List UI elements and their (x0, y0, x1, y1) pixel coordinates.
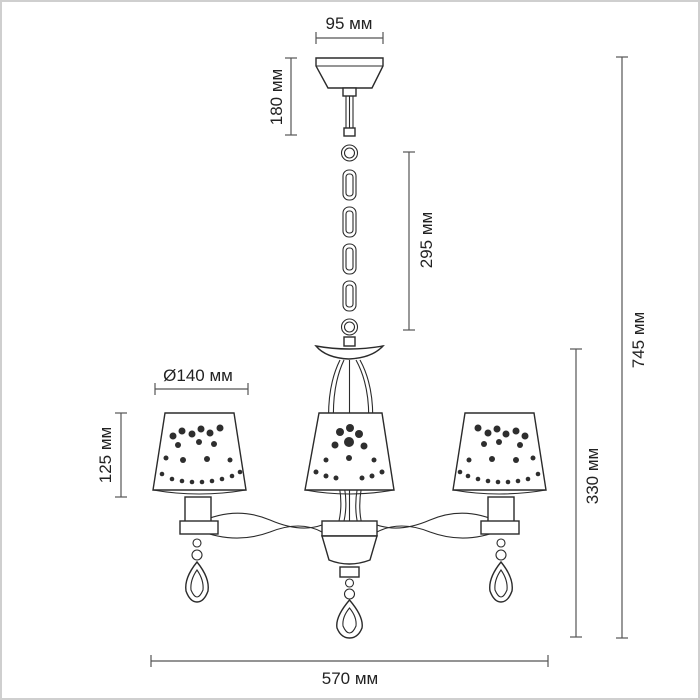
pendant-left (185, 538, 209, 603)
dim-label-chain-length: 295 мм (417, 212, 436, 268)
dim-total-width: 570 мм (150, 655, 549, 688)
shade-center (304, 412, 395, 495)
pendant-right (489, 538, 513, 603)
shade-left (152, 412, 247, 535)
dim-body-height: 330 мм (570, 348, 602, 638)
dim-canopy-height: 180 мм (267, 57, 297, 136)
canopy (315, 57, 384, 137)
chain (340, 144, 359, 336)
dim-label-total-height: 745 мм (629, 312, 648, 368)
dim-shade-height: 125 мм (96, 412, 127, 498)
dim-shade-diameter: Ø140 мм (154, 366, 249, 395)
dim-label-shade-diameter: Ø140 мм (163, 366, 233, 385)
dim-label-canopy-width: 95 мм (325, 14, 372, 33)
central-body (321, 520, 378, 578)
pendant-center (336, 578, 363, 639)
shade-right (452, 412, 547, 535)
dim-canopy-width: 95 мм (315, 14, 384, 44)
dim-chain-length: 295 мм (403, 151, 436, 331)
dim-label-total-width: 570 мм (322, 669, 378, 688)
dim-label-shade-height: 125 мм (96, 427, 115, 483)
dim-label-canopy-height: 180 мм (267, 69, 286, 125)
arms (197, 512, 502, 539)
dim-label-body-height: 330 мм (583, 448, 602, 504)
dim-total-height: 745 мм (616, 56, 648, 639)
top-cup (314, 336, 385, 360)
